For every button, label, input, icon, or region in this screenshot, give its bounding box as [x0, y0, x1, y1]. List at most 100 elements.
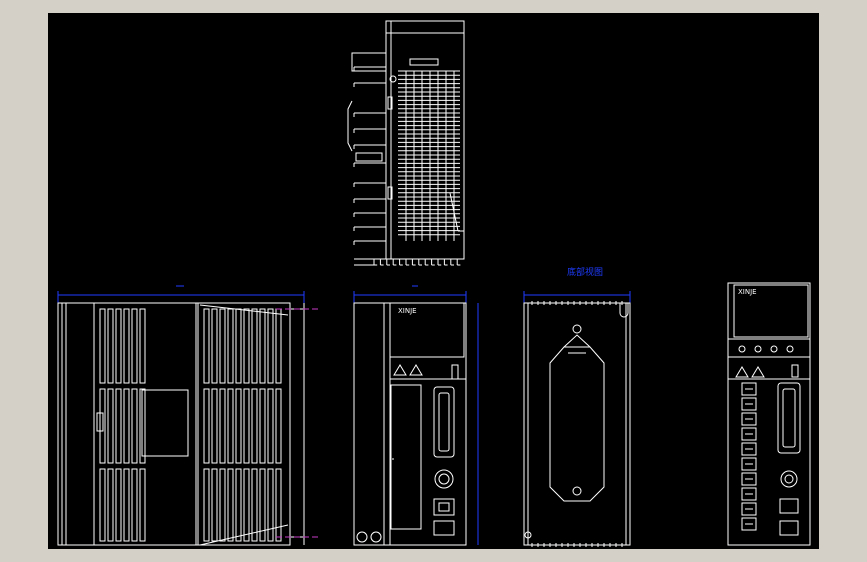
- vent-slot: [267, 468, 274, 542]
- mounting-screw-icon: [572, 486, 582, 496]
- terminal-screw: [741, 427, 757, 441]
- vent-slot: [243, 468, 250, 542]
- vent-slot: [115, 468, 122, 542]
- warning-triangle-icon: [735, 366, 749, 378]
- vent-slot: [107, 308, 114, 384]
- terminal-screw: [741, 517, 757, 531]
- vent-slot: [211, 468, 218, 542]
- terminal-block: [741, 382, 757, 531]
- vent-slot: [251, 308, 258, 384]
- vent-slot: [227, 468, 234, 542]
- vent-slot: [219, 468, 226, 542]
- vent-slot: [259, 388, 266, 464]
- front-terminal-cover: [390, 384, 422, 530]
- terminal-screw: [741, 457, 757, 471]
- heatsink-fins: [354, 259, 461, 266]
- cad-drawing: XINJE 底部视图: [57, 20, 811, 547]
- terminal-screw: [741, 442, 757, 456]
- side-view: [57, 285, 318, 546]
- right-warning-icons: [735, 366, 765, 378]
- db-connector-icon: [433, 386, 455, 458]
- mounting-screw-icon: [356, 531, 368, 543]
- vent-slot: [235, 388, 242, 464]
- warning-triangle-icon: [393, 364, 407, 376]
- vent-slot: [227, 388, 234, 464]
- vent-slot: [139, 468, 146, 542]
- vent-slot: [251, 468, 258, 542]
- vent-slot: [139, 388, 146, 464]
- cad-viewport[interactable]: XINJE 底部视图: [48, 13, 819, 549]
- vent-slot: [139, 308, 146, 384]
- terminal-screw: [741, 382, 757, 396]
- right-view-body: [727, 282, 811, 546]
- front-connectors: [356, 386, 455, 543]
- vent-slot: [203, 388, 210, 464]
- vent-slot: [107, 388, 114, 464]
- side-label-window: [141, 389, 189, 457]
- vent-slot: [107, 468, 114, 542]
- rj-connector-icon: [779, 520, 799, 536]
- right-display-panel: [733, 284, 809, 338]
- vent-slot: [123, 308, 130, 384]
- front-display-panel: [389, 302, 465, 358]
- usb-connector-icon: [779, 498, 799, 514]
- vent-slot: [259, 308, 266, 384]
- terminal-screw: [741, 502, 757, 516]
- vent-slot: [131, 308, 138, 384]
- top-left-fins: [353, 66, 386, 245]
- rear-heatsink-plate: [549, 346, 605, 502]
- vent-slot: [275, 468, 282, 542]
- top-view-body: [385, 20, 465, 260]
- vent-slot: [251, 388, 258, 464]
- top-vent-grid: [398, 70, 460, 241]
- rear-view-body: [523, 302, 631, 546]
- side-view-body: [57, 302, 291, 546]
- terminal-screw: [741, 397, 757, 411]
- vent-slot: [203, 308, 210, 384]
- vent-slot: [203, 468, 210, 542]
- vent-slot: [275, 388, 282, 464]
- vent-slot: [235, 308, 242, 384]
- front-warning-icons: [393, 364, 459, 380]
- vent-slot: [243, 388, 250, 464]
- vent-slot: [115, 308, 122, 384]
- vent-slot: [99, 308, 106, 384]
- vent-slot: [275, 308, 282, 384]
- rear-fin-ticks: [531, 301, 623, 547]
- terminal-screw: [741, 412, 757, 426]
- warning-triangle-icon: [751, 366, 765, 378]
- vent-slot: [99, 388, 106, 464]
- mounting-screw-icon: [572, 324, 582, 334]
- top-view: [347, 20, 465, 266]
- round-connector-icon: [780, 470, 798, 488]
- warning-triangle-icon: [409, 364, 423, 376]
- round-connector-icon: [434, 469, 454, 489]
- usb-connector-icon: [433, 498, 455, 516]
- vent-slot: [235, 468, 242, 542]
- vent-slot: [259, 468, 266, 542]
- db-connector-icon: [777, 382, 801, 454]
- vent-slot: [219, 308, 226, 384]
- front-view: [353, 285, 479, 546]
- vent-slot: [227, 308, 234, 384]
- right-front-view: [727, 282, 811, 546]
- rear-view-title: 底部视图: [567, 266, 603, 278]
- vent-slot: [211, 308, 218, 384]
- vent-slot: [219, 388, 226, 464]
- vent-slot: [267, 388, 274, 464]
- terminal-screw: [741, 472, 757, 486]
- mounting-screw-icon: [370, 531, 382, 543]
- vent-slot: [115, 388, 122, 464]
- rear-view: [523, 291, 631, 547]
- vent-slot: [99, 468, 106, 542]
- vent-slot: [123, 388, 130, 464]
- vent-slot: [123, 468, 130, 542]
- terminal-screw: [741, 487, 757, 501]
- right-brand-label: XINJE: [738, 288, 757, 296]
- side-vent-grid: [99, 308, 282, 542]
- rj-connector-icon: [433, 520, 455, 536]
- led-indicator: [451, 364, 459, 380]
- vent-slot: [267, 308, 274, 384]
- vent-slot: [243, 308, 250, 384]
- vent-slot: [211, 388, 218, 464]
